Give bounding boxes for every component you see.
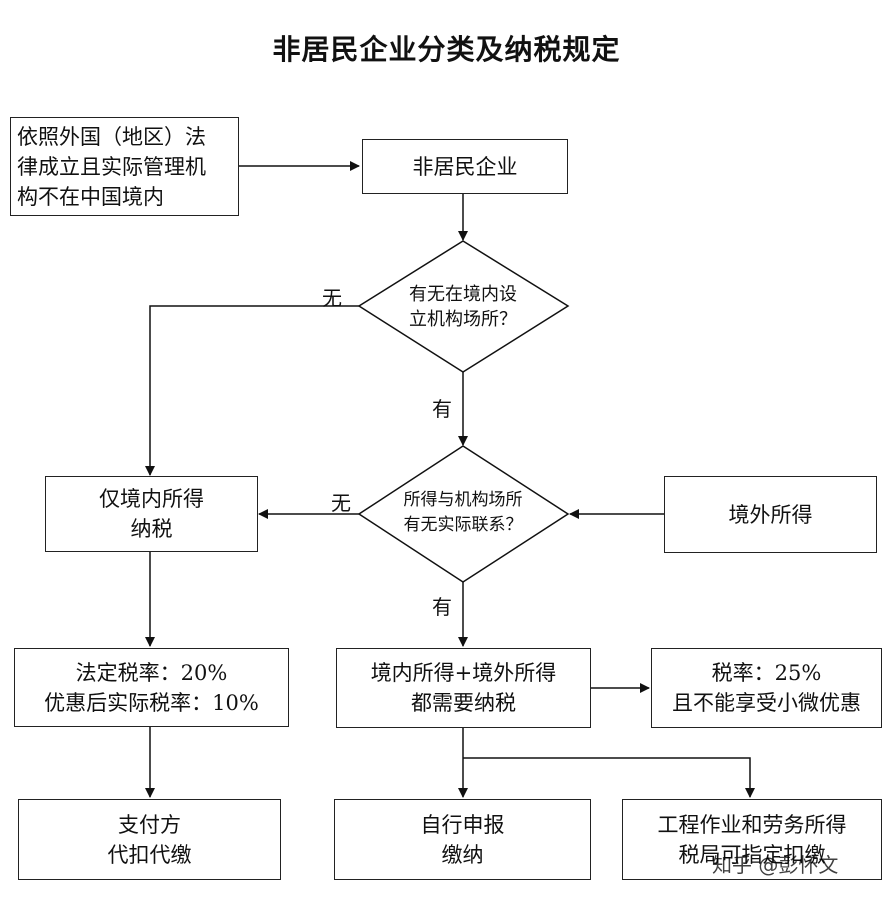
origin-line-3: 构不在中国境内 [17,184,164,209]
foreign-income-box: 境外所得 [664,476,877,553]
decision-diamond-connection [357,445,570,583]
label-no-establishment: 无 [322,286,342,310]
q-establishment-line-2: 立机构场所？ [409,309,517,330]
q-connection-text: 所得与机构场所 有无实际联系？ [363,488,563,538]
origin-line-2: 律成立且实际管理机 [17,154,206,179]
label-has-establishment: 有 [432,397,452,421]
edge-q1-no [145,305,359,476]
rate-20-line-2: 优惠后实际税率：10% [44,690,259,715]
foreign-income-text: 境外所得 [728,502,813,527]
engineering-line-1: 工程作业和劳务所得 [657,812,847,837]
domestic-only-box: 仅境内所得 纳税 [45,476,258,552]
withholding-box: 支付方 代扣代缴 [18,799,281,880]
withholding-line-2: 代扣代缴 [107,842,192,867]
origin-box: 依照外国（地区）法 律成立且实际管理机 构不在中国境内 [10,117,239,216]
withholding-line-1: 支付方 [118,812,181,837]
rate-25-line-2: 且不能享受小微优惠 [672,691,861,715]
rate-25-box: 税率：25% 且不能享受小微优惠 [651,648,882,728]
edge-both-to-engineering [463,757,755,798]
rate-20-line-1: 法定税率：20% [75,660,228,685]
self-declare-box: 自行申报 缴纳 [334,799,591,880]
rate-25-line-1: 税率：25% [711,661,822,685]
q-establishment-text: 有无在境内设 立机构场所？ [363,282,563,332]
q-establishment-line-1: 有无在境内设 [409,284,517,305]
q-connection-line-2: 有无实际联系？ [403,515,523,535]
self-declare-line-2: 缴纳 [441,842,484,867]
both-incomes-box: 境内所得+境外所得 都需要纳税 [336,648,591,728]
nonresident-text: 非居民企业 [412,154,518,179]
domestic-only-line-1: 仅境内所得 [99,487,204,511]
both-incomes-line-1: 境内所得+境外所得 [370,661,557,685]
both-incomes-line-2: 都需要纳税 [411,691,516,715]
label-has-connection: 有 [432,595,452,619]
origin-line-1: 依照外国（地区）法 [17,124,206,149]
engineering-line-2: 税局可指定扣缴 [678,842,826,867]
decision-diamond-establishment [357,240,570,373]
nonresident-box: 非居民企业 [362,139,568,194]
diagram-title: 非居民企业分类及纳税规定 [272,33,621,66]
domestic-only-line-2: 纳税 [130,517,173,541]
self-declare-line-1: 自行申报 [420,812,505,837]
label-no-connection: 无 [331,491,351,515]
rate-20-box: 法定税率：20% 优惠后实际税率：10% [14,648,289,727]
watermark: 知乎 @彭怀文 [712,853,839,877]
engineering-box: 工程作业和劳务所得 税局可指定扣缴 [622,799,882,880]
q-connection-line-1: 所得与机构场所 [403,490,523,510]
